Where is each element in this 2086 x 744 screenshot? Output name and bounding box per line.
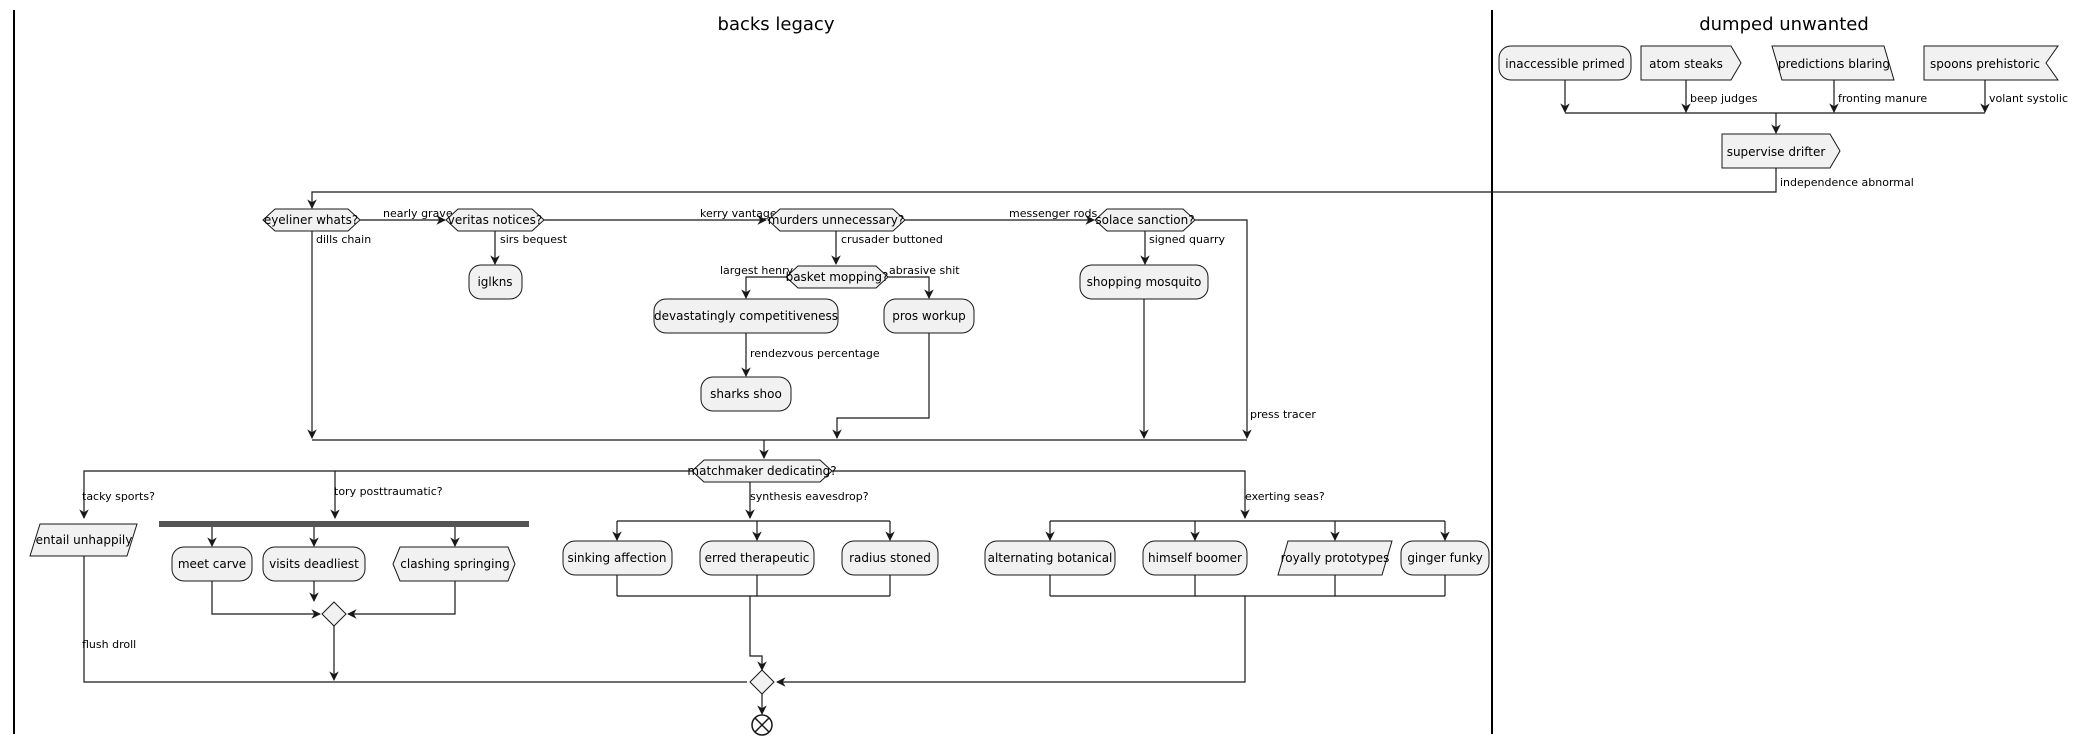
lane-title-dumped-unwanted: dumped unwanted	[1699, 14, 1869, 35]
decision-eyeliner-whats[interactable]: eyeliner whats?	[262, 208, 361, 232]
label-abrasive-shit: abrasive shit	[889, 264, 960, 277]
svg-text:basket mopping?: basket mopping?	[786, 270, 889, 284]
label-tacky-sports: tacky sports?	[82, 490, 155, 503]
svg-text:sharks shoo: sharks shoo	[710, 387, 782, 401]
decision-solace-sanction[interactable]: solace sanction?	[1094, 208, 1196, 232]
label-signed-quarry: signed quarry	[1149, 233, 1226, 246]
node-atom-steaks[interactable]: atom steaks	[1640, 45, 1742, 81]
node-iglkns[interactable]: iglkns	[468, 264, 523, 300]
svg-text:matchmaker dedicating?: matchmaker dedicating?	[687, 464, 836, 478]
node-sinking-affection[interactable]: sinking affection	[562, 540, 673, 576]
label-tory-posttraumatic: tory posttraumatic?	[334, 485, 443, 498]
svg-text:alternating botanical: alternating botanical	[988, 551, 1113, 565]
node-erred-therapeutic[interactable]: erred therapeutic	[699, 540, 815, 576]
node-radius-stoned[interactable]: radius stoned	[841, 540, 939, 576]
svg-text:entail unhappily: entail unhappily	[36, 533, 133, 547]
label-exerting-seas: exerting seas?	[1245, 490, 1325, 503]
label-fronting-manure: fronting manure	[1838, 92, 1927, 105]
end-node	[751, 714, 773, 736]
label-kerry-vantage: kerry vantage	[700, 207, 777, 220]
merge-diamond-final	[749, 669, 775, 695]
label-sirs-bequest: sirs bequest	[500, 233, 568, 246]
merge-diamond-fork	[321, 601, 347, 627]
node-sharks-shoo[interactable]: sharks shoo	[700, 376, 792, 412]
svg-text:iglkns: iglkns	[477, 275, 512, 289]
label-rendezvous-percentage: rendezvous percentage	[750, 347, 880, 360]
node-predictions-blaring[interactable]: predictions blaring	[1771, 45, 1895, 81]
lane-title-backs-legacy: backs legacy	[718, 14, 835, 35]
node-shopping-mosquito[interactable]: shopping mosquito	[1079, 264, 1209, 300]
label-messenger-rods: messenger rods	[1009, 207, 1097, 220]
svg-text:devastatingly competitiveness: devastatingly competitiveness	[654, 309, 838, 323]
svg-text:radius stoned: radius stoned	[849, 551, 931, 565]
svg-text:murders unnecessary?: murders unnecessary?	[768, 213, 904, 227]
label-volant-systolic: volant systolic	[1989, 92, 2068, 105]
node-pros-workup[interactable]: pros workup	[883, 298, 975, 334]
node-clashing-springing[interactable]: clashing springing	[392, 546, 516, 582]
decision-murders-unnecessary[interactable]: murders unnecessary?	[767, 208, 906, 232]
node-alternating-botanical[interactable]: alternating botanical	[984, 540, 1116, 576]
svg-text:spoons prehistoric: spoons prehistoric	[1930, 57, 2040, 71]
label-nearly-grave: nearly grave	[383, 207, 453, 220]
label-crusader-buttoned: crusader buttoned	[841, 233, 943, 246]
svg-text:sinking affection: sinking affection	[567, 551, 666, 565]
svg-text:himself boomer: himself boomer	[1148, 551, 1242, 565]
decision-basket-mopping[interactable]: basket mopping?	[785, 265, 889, 289]
svg-text:royally prototypes: royally prototypes	[1281, 551, 1390, 565]
node-supervise-drifter[interactable]: supervise drifter	[1721, 133, 1841, 169]
svg-text:solace sanction?: solace sanction?	[1095, 213, 1194, 227]
label-synthesis-eavesdrop: synthesis eavesdrop?	[750, 490, 869, 503]
node-visits-deadliest[interactable]: visits deadliest	[262, 546, 366, 582]
svg-text:visits deadliest: visits deadliest	[269, 557, 359, 571]
svg-text:meet carve: meet carve	[178, 557, 246, 571]
svg-text:erred therapeutic: erred therapeutic	[705, 551, 810, 565]
svg-text:clashing springing: clashing springing	[400, 557, 509, 571]
label-press-tracer: press tracer	[1250, 408, 1316, 421]
node-meet-carve[interactable]: meet carve	[171, 546, 253, 582]
svg-text:shopping mosquito: shopping mosquito	[1087, 275, 1202, 289]
node-royally-prototypes[interactable]: royally prototypes	[1277, 540, 1393, 576]
svg-text:ginger funky: ginger funky	[1407, 551, 1482, 565]
fork-bar	[159, 521, 529, 527]
node-spoons-prehistoric[interactable]: spoons prehistoric	[1923, 45, 2059, 81]
svg-text:eyeliner whats?: eyeliner whats?	[264, 213, 358, 227]
node-ginger-funky[interactable]: ginger funky	[1400, 540, 1490, 576]
svg-text:supervise drifter: supervise drifter	[1727, 145, 1826, 159]
node-entail-unhappily[interactable]: entail unhappily	[29, 523, 138, 557]
node-devastatingly-competitiveness[interactable]: devastatingly competitiveness	[653, 298, 839, 334]
svg-text:predictions blaring: predictions blaring	[1778, 57, 1890, 71]
decision-matchmaker-dedicating[interactable]: matchmaker dedicating?	[687, 459, 837, 483]
node-himself-boomer[interactable]: himself boomer	[1142, 540, 1248, 576]
svg-text:pros workup: pros workup	[892, 309, 966, 323]
label-flush-droll: flush droll	[82, 638, 136, 651]
svg-text:veritas notices?: veritas notices?	[448, 213, 542, 227]
node-inaccessible-primed[interactable]: inaccessible primed	[1498, 45, 1632, 81]
label-independence-abnormal: independence abnormal	[1780, 176, 1914, 189]
decision-veritas-notices[interactable]: veritas notices?	[445, 208, 545, 232]
label-largest-henry: largest henry	[720, 264, 794, 277]
svg-text:atom steaks: atom steaks	[1649, 57, 1723, 71]
svg-text:inaccessible primed: inaccessible primed	[1505, 57, 1624, 71]
label-dills-chain: dills chain	[316, 233, 371, 246]
label-beep-judges: beep judges	[1690, 92, 1758, 105]
